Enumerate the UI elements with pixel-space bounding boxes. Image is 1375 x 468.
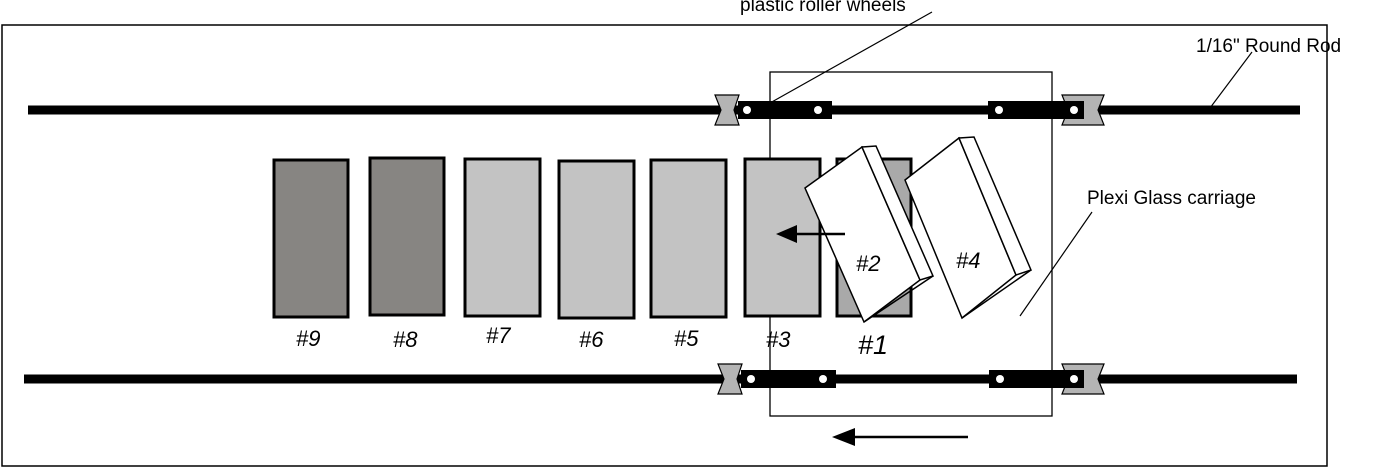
block-7: [463, 157, 542, 318]
block-label-8: #8: [393, 327, 418, 352]
tilted-block-2: [804, 145, 935, 324]
arrow-middle-left: [776, 225, 845, 243]
bracket-pin-bottom-right-a: [996, 375, 1004, 383]
bracket-top-right: [988, 101, 1084, 119]
bracket-bottom-left: [741, 370, 836, 388]
bracket-bottom-right: [989, 370, 1084, 388]
roller-assembly-bottom-right: [989, 363, 1105, 395]
arrow-bottom-left: [832, 428, 968, 446]
block-9: [272, 158, 350, 319]
block-3-body: [743, 157, 822, 318]
block-8-body: [368, 156, 446, 317]
bracket-pin-top-right-b: [1070, 106, 1078, 114]
roller-assembly-bottom-left: [717, 363, 836, 395]
roller-wheel-bottom-left: [717, 363, 743, 395]
block-8: [368, 156, 446, 317]
block-6: [557, 159, 636, 320]
bracket-pin-top-right-a: [995, 106, 1003, 114]
arrow-bottom-head: [832, 428, 855, 446]
outer-frame: [1, 24, 1328, 467]
roller-assembly-top-left: [714, 94, 832, 126]
label-roller-wheels: plastic roller wheels: [740, 0, 906, 16]
block-label-1: #1: [858, 330, 888, 360]
bracket-pin-bottom-left-a: [747, 375, 755, 383]
block-9-body: [272, 158, 350, 319]
block-label-3: #3: [766, 327, 791, 352]
bracket-pin-bottom-left-b: [819, 375, 827, 383]
block-3: [743, 157, 822, 318]
block-5-body: [649, 158, 728, 319]
tilted-block-4-edge: [961, 269, 1032, 319]
tilted-block-4: [904, 136, 1033, 320]
block-6-body: [557, 159, 636, 320]
leader-round-rod: [1209, 51, 1253, 109]
block-7-body: [463, 157, 542, 318]
label-carriage: Plexi Glass carriage: [1087, 188, 1256, 209]
bracket-top-left: [738, 101, 832, 119]
label-round-rod: 1/16" Round Rod: [1196, 36, 1341, 57]
block-label-6: #6: [579, 327, 604, 352]
block-label-5: #5: [674, 326, 699, 351]
roller-wheel-top-left: [714, 94, 740, 126]
arrow-middle-head: [776, 225, 797, 243]
bracket-pin-top-left-a: [743, 106, 751, 114]
tilted-block-label-4: #4: [956, 248, 980, 273]
tilted-block-label-2: #2: [856, 251, 880, 276]
bracket-pin-top-left-b: [814, 106, 822, 114]
bracket-pin-bottom-right-b: [1070, 375, 1078, 383]
block-label-9: #9: [296, 326, 320, 351]
block-5: [649, 158, 728, 319]
leader-roller-wheels: [769, 11, 933, 104]
tilted-block-2-edge: [863, 275, 934, 323]
roller-assembly-top-right: [988, 94, 1105, 126]
block-label-7: #7: [486, 323, 511, 348]
leader-carriage: [1019, 211, 1093, 317]
